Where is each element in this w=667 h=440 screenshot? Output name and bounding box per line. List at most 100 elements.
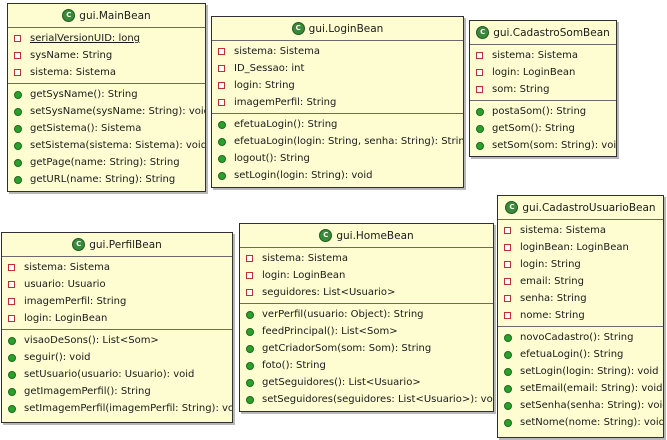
method-text: feedPrincipal(): List<Som> — [262, 326, 398, 337]
method-setsysname[interactable]: setSysName(sysName: String): void — [8, 103, 205, 120]
public-method-icon — [218, 137, 226, 146]
method-getpage[interactable]: getPage(name: String): String — [8, 154, 205, 171]
attribute-imagemperfil[interactable]: imagemPerfil: String — [212, 94, 463, 111]
method-setimagemperfil[interactable]: setImagemPerfil(imagemPerfil: String): v… — [2, 400, 232, 417]
method-setseguidores[interactable]: setSeguidores(seguidores: List<Usuario>)… — [240, 391, 493, 408]
attribute-sistema[interactable]: sistema: Sistema — [8, 64, 205, 81]
class-name: gui.LoginBean — [308, 22, 384, 35]
public-method-icon — [476, 141, 484, 150]
method-setnome[interactable]: setNome(nome: String): void — [498, 414, 663, 431]
attribute-login[interactable]: login: LoginBean — [2, 310, 232, 327]
attribute-som[interactable]: som: String — [470, 81, 616, 98]
attribute-email[interactable]: email: String — [498, 273, 663, 290]
method-efetualogin[interactable]: efetuaLogin(login: String, senha: String… — [212, 133, 463, 150]
private-field-icon — [246, 255, 253, 262]
attribute-imagemperfil[interactable]: imagemPerfil: String — [2, 293, 232, 310]
method-text: efetuaLogin(login: String, senha: String… — [234, 136, 463, 147]
method-text: getSistema(): Sistema — [30, 123, 142, 134]
method-getsysname[interactable]: getSysName(): String — [8, 86, 205, 103]
method-getsom[interactable]: getSom(): String — [470, 120, 616, 137]
method-getsistema[interactable]: getSistema(): Sistema — [8, 120, 205, 137]
method-setusuario[interactable]: setUsuario(usuario: Usuario): void — [2, 366, 232, 383]
attribute-sysname[interactable]: sysName: String — [8, 47, 205, 64]
method-text: setSysName(sysName: String): void — [30, 106, 205, 117]
attribute-nome[interactable]: nome: String — [498, 307, 663, 324]
public-method-icon — [8, 336, 16, 345]
method-text: postaSom(): String — [492, 106, 587, 117]
attribute-text: seguidores: List<Usuario> — [262, 287, 396, 298]
method-efetualogin[interactable]: efetuaLogin(): String — [212, 116, 463, 133]
public-method-icon — [504, 418, 512, 427]
attribute-id-sessao[interactable]: ID_Sessao: int — [212, 60, 463, 77]
attribute-sistema[interactable]: sistema: Sistema — [212, 43, 463, 60]
method-text: foto(): String — [262, 360, 326, 371]
attribute-text: sistema: Sistema — [492, 50, 578, 61]
method-getimagemperfil[interactable]: getImagemPerfil(): String — [2, 383, 232, 400]
attribute-sistema[interactable]: sistema: Sistema — [498, 222, 663, 239]
attribute-login[interactable]: login: LoginBean — [470, 64, 616, 81]
attribute-sistema[interactable]: sistema: Sistema — [240, 250, 493, 267]
method-verperfil[interactable]: verPerfil(usuario: Object): String — [240, 306, 493, 323]
method-setlogin[interactable]: setLogin(login: String): void — [212, 167, 463, 184]
method-geturl[interactable]: getURL(name: String): String — [8, 171, 205, 188]
attribute-sistema[interactable]: sistema: Sistema — [470, 47, 616, 64]
attribute-loginbean[interactable]: loginBean: LoginBean — [498, 239, 663, 256]
method-efetualogin[interactable]: efetuaLogin(): String — [498, 346, 663, 363]
methods-compartment: novoCadastro(): String efetuaLogin(): Str… — [498, 327, 663, 433]
public-method-icon — [218, 120, 226, 129]
method-text: setNome(nome: String): void — [520, 417, 663, 428]
method-getseguidores[interactable]: getSeguidores(): List<Usuario> — [240, 374, 493, 391]
attribute-login[interactable]: login: String — [212, 77, 463, 94]
method-seguir[interactable]: seguir(): void — [2, 349, 232, 366]
attribute-sistema[interactable]: sistema: Sistema — [2, 259, 232, 276]
private-field-icon — [218, 65, 225, 72]
private-field-icon — [218, 48, 225, 55]
attribute-text: login: LoginBean — [492, 67, 576, 78]
class-name: gui.CadastroUsuarioBean — [522, 201, 656, 214]
attribute-text: nome: String — [520, 310, 585, 321]
public-method-icon — [476, 107, 484, 116]
method-novocadastro[interactable]: novoCadastro(): String — [498, 329, 663, 346]
method-text: getSysName(): String — [30, 89, 138, 100]
method-text: novoCadastro(): String — [520, 332, 634, 343]
method-logout[interactable]: logout(): String — [212, 150, 463, 167]
attribute-text: usuario: Usuario — [24, 279, 106, 290]
public-method-icon — [504, 333, 512, 342]
method-visaodesons[interactable]: visaoDeSons(): List<Som> — [2, 332, 232, 349]
method-setlogin[interactable]: setLogin(login: String): void — [498, 363, 663, 380]
attribute-seguidores[interactable]: seguidores: List<Usuario> — [240, 284, 493, 301]
method-setsistema[interactable]: setSistema(sistema: Sistema): void — [8, 137, 205, 154]
method-setsenha[interactable]: setSenha(senha: String): void — [498, 397, 663, 414]
attribute-serialversionuid[interactable]: serialVersionUID: long — [8, 30, 205, 47]
attribute-login[interactable]: login: String — [498, 256, 663, 273]
public-method-icon — [14, 90, 22, 99]
method-text: getCriadorSom(som: Som): String — [262, 343, 432, 354]
attribute-text: sysName: String — [30, 50, 113, 61]
private-field-icon — [8, 281, 15, 288]
attribute-usuario[interactable]: usuario: Usuario — [2, 276, 232, 293]
method-text: setLogin(login: String): void — [234, 170, 373, 181]
method-getcriadorsom[interactable]: getCriadorSom(som: Som): String — [240, 340, 493, 357]
attribute-text: email: String — [520, 276, 584, 287]
attribute-text: login: String — [234, 80, 295, 91]
method-feedprincipal[interactable]: feedPrincipal(): List<Som> — [240, 323, 493, 340]
class-icon: C — [505, 201, 519, 214]
public-method-icon — [246, 395, 254, 404]
public-method-icon — [14, 124, 22, 133]
method-setemail[interactable]: setEmail(email: String): void — [498, 380, 663, 397]
attribute-login[interactable]: login: LoginBean — [240, 267, 493, 284]
attribute-text: sistema: Sistema — [234, 46, 320, 57]
attribute-senha[interactable]: senha: String — [498, 290, 663, 307]
method-foto[interactable]: foto(): String — [240, 357, 493, 374]
method-setsom[interactable]: setSom(som: String): void — [470, 137, 616, 154]
method-postasom[interactable]: postaSom(): String — [470, 103, 616, 120]
